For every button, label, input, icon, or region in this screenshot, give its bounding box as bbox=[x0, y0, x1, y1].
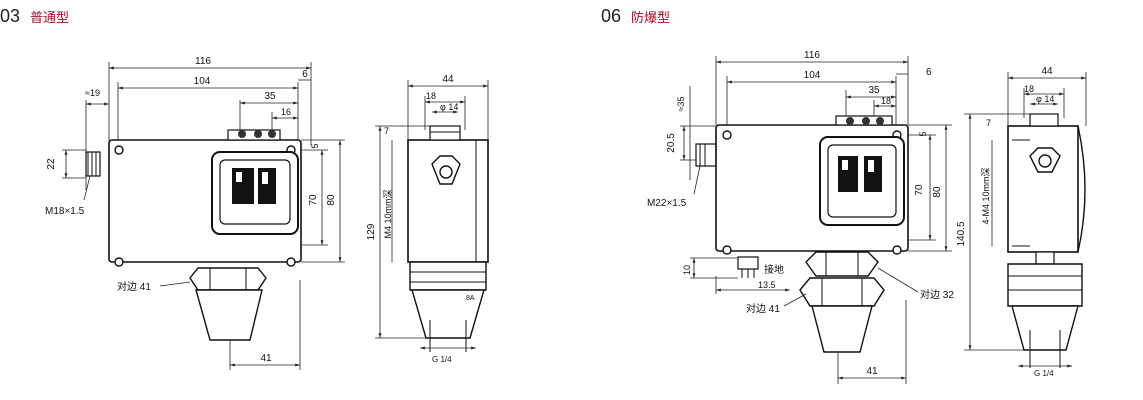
dim-41: 41 bbox=[260, 353, 272, 364]
dim-22: 22 bbox=[46, 158, 57, 170]
front-view-06: 116 104 6 35 18 ≈35 20.5 M22×1.5 bbox=[647, 50, 954, 384]
thread-label: M18×1.5 bbox=[45, 206, 85, 217]
side-view-06: 44 18 φ 14 7 G 1/4 140.5 4-M4 10mm深 bbox=[956, 66, 1087, 378]
dim-116: 116 bbox=[804, 50, 820, 61]
dim-140-5: 140.5 bbox=[956, 221, 967, 246]
dim-104: 104 bbox=[194, 76, 211, 87]
dim-18: 18 bbox=[881, 96, 891, 106]
dim-6: 6 bbox=[302, 69, 308, 80]
dim-5: 5 bbox=[918, 131, 928, 136]
dim-13-5: 13.5 bbox=[758, 280, 776, 290]
dim-129: 129 bbox=[366, 223, 377, 240]
dim-approx-35: ≈35 bbox=[676, 97, 686, 112]
dim-phi14: φ 14 bbox=[1036, 94, 1054, 104]
variant-number: 03 bbox=[0, 6, 21, 26]
dim-104: 104 bbox=[804, 70, 821, 81]
thread-g14: G 1/4 bbox=[1034, 369, 1054, 378]
dim-10: 10 bbox=[682, 265, 692, 275]
hex-label: 对边 41 bbox=[117, 280, 151, 293]
dim-35: 35 bbox=[264, 91, 276, 102]
dim-phi14: φ 14 bbox=[440, 102, 458, 112]
dim-7: 7 bbox=[384, 126, 389, 136]
dim-80: 80 bbox=[326, 194, 337, 206]
dim-18: 18 bbox=[426, 91, 436, 101]
hex-label-32: 对边 32 bbox=[920, 288, 954, 301]
hex-label-41: 对边 41 bbox=[746, 302, 780, 315]
dim-70: 70 bbox=[308, 194, 319, 206]
variant-heading-06: 06 防爆型 bbox=[601, 6, 670, 27]
dim-41: 41 bbox=[866, 366, 878, 377]
dim-20-5: 20.5 bbox=[666, 133, 677, 153]
dim-116: 116 bbox=[195, 56, 211, 67]
front-view-03: 116 104 6 35 16 ≈19 22 M18×1.5 bbox=[45, 56, 345, 370]
dim-80: 80 bbox=[932, 186, 943, 198]
dim-16: 16 bbox=[281, 107, 291, 117]
thread-label: M22×1.5 bbox=[647, 198, 687, 209]
side-view-03: 44 18 φ 14 7 8A G 1/4 129 M4 10mm深 bbox=[366, 74, 489, 364]
variant-name: 普通型 bbox=[30, 11, 70, 26]
dim-44: 44 bbox=[1041, 66, 1053, 77]
screw-label: M4 10mm深 bbox=[383, 189, 393, 238]
dim-6: 6 bbox=[926, 67, 932, 78]
dim-5: 5 bbox=[310, 143, 320, 148]
variant-number: 06 bbox=[601, 6, 622, 26]
ground-label: 接地 bbox=[764, 263, 784, 276]
dim-approx-19: ≈19 bbox=[85, 88, 100, 98]
dim-70: 70 bbox=[914, 184, 925, 196]
mark-8a: 8A bbox=[466, 295, 475, 302]
screw-label: 4-M4 10mm深 bbox=[981, 167, 991, 224]
dim-18: 18 bbox=[1024, 84, 1034, 94]
thread-g14: G 1/4 bbox=[432, 355, 452, 364]
variant-heading-03: 03 普通型 bbox=[0, 6, 69, 27]
dim-35: 35 bbox=[868, 85, 880, 96]
dim-44: 44 bbox=[442, 74, 454, 85]
variant-name: 防爆型 bbox=[631, 11, 671, 26]
dim-7: 7 bbox=[986, 118, 991, 128]
